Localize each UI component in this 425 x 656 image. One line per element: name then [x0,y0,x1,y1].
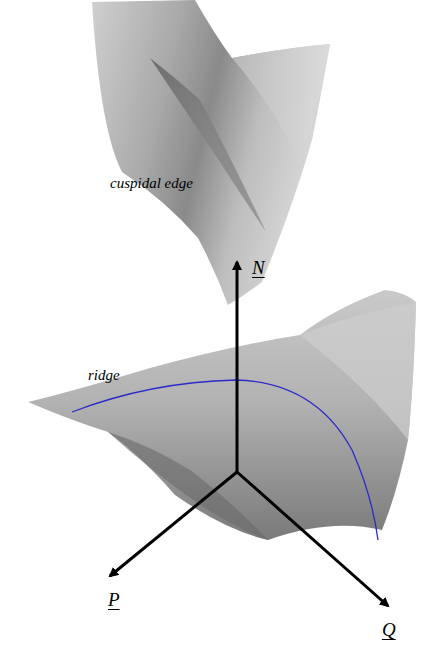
surface-caption: cuspidal edge [110,176,193,191]
ridge-surface [28,290,416,540]
vector-label: P [108,590,120,609]
cuspidal-surface [92,0,330,305]
frame-arrows [110,262,388,606]
ridge-curve [72,380,378,540]
vector-label: Q [382,620,396,639]
vector-label: N [252,258,265,277]
curve-label: ridge [88,368,120,383]
